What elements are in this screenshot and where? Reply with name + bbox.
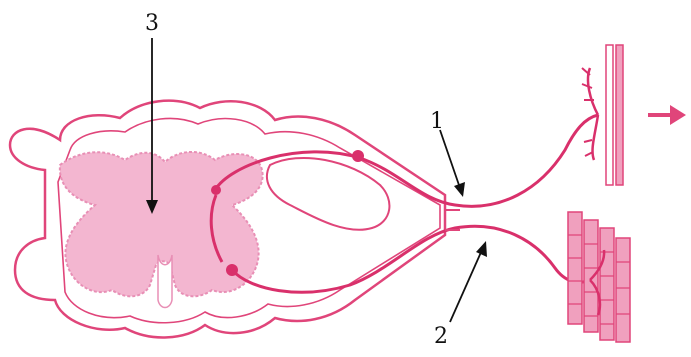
sensory-neuron-body (352, 150, 364, 162)
label-1: 1 (430, 109, 444, 134)
dorsal-root-ganglion (267, 158, 390, 230)
arrow-2 (450, 241, 487, 322)
arrow-1 (440, 130, 465, 197)
label-3: 3 (145, 11, 159, 36)
stimulus-arrow-icon (648, 105, 686, 125)
muscle (568, 212, 630, 342)
sensory-terminal (211, 185, 221, 195)
motor-neuron-body (226, 264, 238, 276)
skin-receptor (582, 45, 623, 185)
label-2: 2 (434, 324, 448, 349)
central-canal (158, 255, 172, 308)
